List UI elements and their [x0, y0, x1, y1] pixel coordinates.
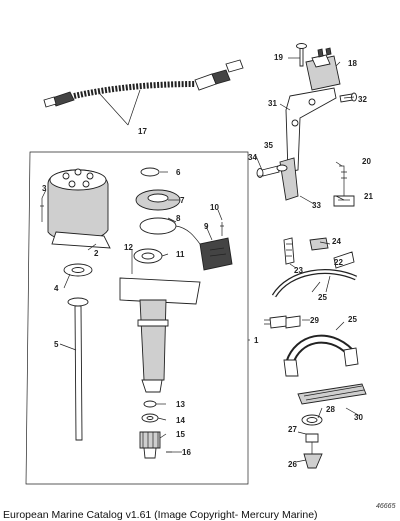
callout-18: 18	[348, 59, 357, 68]
callout-25-top: 25	[318, 293, 327, 302]
callout-4: 4	[54, 284, 59, 293]
callout-labels: 1 2 3 4 5 6 7 8 9 10 11 12 13 14 15 16 1…	[42, 53, 373, 469]
callout-15: 15	[176, 430, 185, 439]
image-caption: European Marine Catalog v1.61 (Image Cop…	[3, 509, 318, 521]
callout-16: 16	[182, 448, 191, 457]
callout-22: 22	[334, 258, 343, 267]
callout-31: 31	[268, 99, 277, 108]
callout-33: 33	[312, 201, 321, 210]
callout-24: 24	[332, 237, 341, 246]
callout-20: 20	[362, 157, 371, 166]
callout-21: 21	[364, 192, 373, 201]
callout-2: 2	[94, 249, 99, 258]
callout-19: 19	[274, 53, 283, 62]
distributor-assembly-box	[25, 151, 249, 485]
callout-12: 12	[124, 243, 133, 252]
callout-7: 7	[180, 196, 185, 205]
callout-1: 1	[254, 336, 259, 345]
callout-6: 6	[176, 168, 181, 177]
drawing-code: 46665	[376, 503, 396, 510]
callout-13: 13	[176, 400, 185, 409]
callout-10: 10	[210, 203, 219, 212]
callout-9: 9	[204, 222, 209, 231]
plug-wires-and-hardware	[264, 269, 367, 469]
small-hardware-parts	[283, 165, 355, 269]
callout-27: 27	[288, 425, 297, 434]
callout-32: 32	[358, 95, 367, 104]
callout-30: 30	[354, 413, 363, 422]
callout-8: 8	[176, 214, 181, 223]
coil-bracket-assembly	[256, 43, 357, 201]
callout-28: 28	[326, 405, 335, 414]
callout-11: 11	[176, 250, 185, 259]
callout-34: 34	[248, 153, 257, 162]
ignition-harness-17	[43, 59, 244, 126]
callout-29: 29	[310, 316, 319, 325]
leader-lines	[41, 57, 361, 463]
callout-23: 23	[294, 266, 303, 275]
callout-17: 17	[138, 127, 147, 136]
callout-25-bottom: 25	[348, 315, 357, 324]
callout-26: 26	[288, 460, 297, 469]
callout-14: 14	[176, 416, 185, 425]
callout-5: 5	[54, 340, 59, 349]
callout-35: 35	[264, 141, 273, 150]
callout-3: 3	[42, 184, 47, 193]
